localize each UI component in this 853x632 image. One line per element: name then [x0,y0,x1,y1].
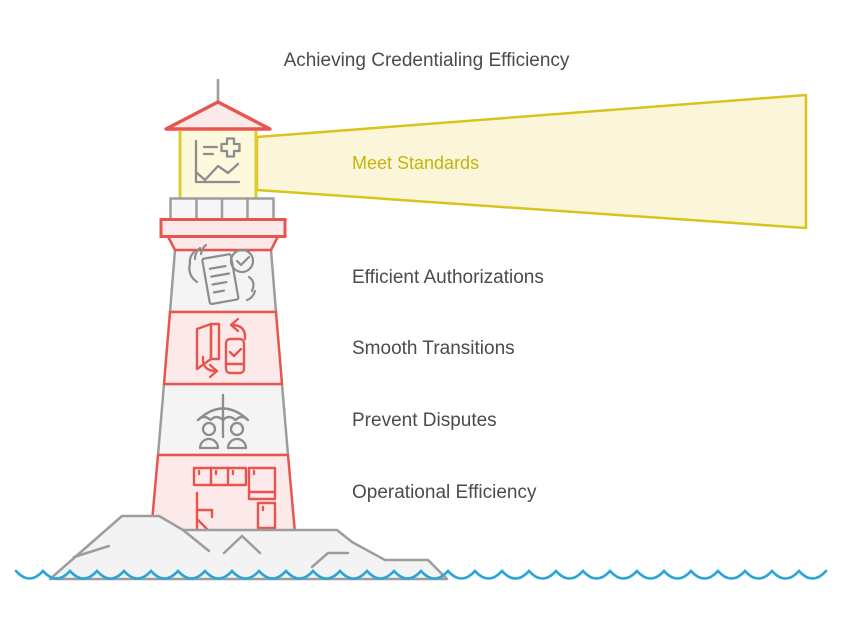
tier-label-operational-efficiency: Operational Efficiency [352,482,537,503]
tier-segment-2 [162,310,284,386]
tier-label-prevent-disputes: Prevent Disputes [352,410,497,431]
waves [14,569,828,580]
tier-segment-4 [149,453,297,535]
lantern-room [180,129,256,198]
roof [164,100,272,131]
door-device-transfer-icon [195,317,247,379]
medical-chart-icon [194,137,241,184]
page-title: Achieving Credentialing Efficiency [283,50,570,71]
rocks [48,514,449,581]
hands-document-check-icon [188,243,257,306]
balcony-band [159,218,287,238]
gallery-railing [169,197,275,221]
balcony-base [166,235,280,252]
tier-label-smooth-transitions: Smooth Transitions [352,338,515,359]
umbrella-people-icon [196,393,250,450]
tier-label-efficient-authorizations: Efficient Authorizations [352,267,544,288]
beam-label: Meet Standards [352,153,480,173]
lighthouse [149,78,297,537]
light-beam [255,93,808,230]
